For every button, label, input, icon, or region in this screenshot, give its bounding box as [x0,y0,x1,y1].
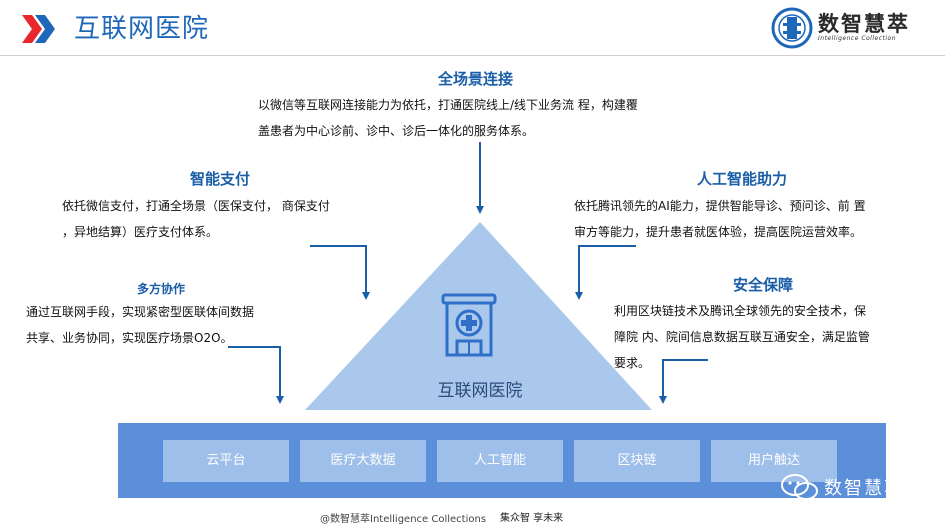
arrow-right-upper [575,245,636,300]
wechat-icon [781,474,818,500]
header-divider [0,55,945,56]
footer-slogan: 集众智 享未来 [500,513,564,524]
arrow-right-lower [659,359,708,404]
foundation-item-blockchain: 区块链 [574,440,700,482]
section-title-ai: 人工智能助力 [697,170,788,188]
brand-emblem-icon [771,7,813,49]
brand-name: 数智慧萃 [818,12,910,36]
section-text-connection: 以微信等互联网连接能力为依托，打通医院线上/线下业务流 程，构建覆 盖患者为中心… [258,92,718,144]
section-text-ai: 依托腾讯领先的AI能力，提供智能导诊、预问诊、前 置 审方等能力，提升患者就医体… [574,193,934,245]
text-line: 依托微信支付，打通全场景（医保支付， 商保支付 [62,199,330,213]
text-line: 审方等能力，提升患者就医体验，提高医院运营效率。 [574,225,863,239]
text-line: 盖患者为中心诊前、诊中、诊后一体化的服务体系。 [258,124,535,138]
foundation-item-user-reach: 用户触达 [711,440,837,482]
header-chevron-logo [22,15,55,43]
section-text-collaboration: 通过互联网手段，实现紧密型医联体间数据 共享、业务协同，实现医疗场景O2O。 [26,299,306,351]
text-line: 依托腾讯领先的AI能力，提供智能导诊、预问诊、前 置 [574,199,866,213]
foundation-item-bigdata: 医疗大数据 [300,440,426,482]
arrow-left-lower [228,346,284,404]
text-line: 共享、业务协同，实现医疗场景O2O。 [26,331,233,345]
section-title-collaboration: 多方协作 [137,282,186,296]
brand-subtitle: Intelligence Collection [818,35,896,42]
section-title-security: 安全保障 [733,276,794,294]
brand-logo: 数智慧萃 Intelligence Collection [770,6,940,50]
text-line: 障院 内、院间信息数据互联互通安全，满足监管 [614,330,870,344]
wechat-account-name: 数智慧萃 [824,478,904,499]
wechat-watermark: 数智慧萃 [778,472,938,502]
section-text-security: 利用区块链技术及腾讯全球领先的安全技术，保 障院 内、院间信息数据互联互通安全，… [614,298,924,376]
text-line: 要求。 [614,356,651,370]
arrow-left-upper [310,245,370,300]
section-title-payment: 智能支付 [190,170,251,188]
foundation-item-ai: 人工智能 [437,440,563,482]
center-label: 互联网医院 [437,381,523,401]
foundation-item-cloud: 云平台 [163,440,289,482]
text-line: ，异地结算）医疗支付体系。 [62,225,219,239]
section-text-payment: 依托微信支付，打通全场景（医保支付， 商保支付 ，异地结算）医疗支付体系。 [62,193,392,245]
text-line: 以微信等互联网连接能力为依托，打通医院线上/线下业务流 程，构建覆 [258,98,638,112]
hospital-icon [441,293,497,357]
text-line: 利用区块链技术及腾讯全球领先的安全技术，保 [614,304,867,318]
page-title: 互联网医院 [74,14,210,44]
section-title-connection: 全场景连接 [438,70,514,88]
footer-credit: @数智慧萃Intelligence Collections [320,514,487,525]
text-line: 通过互联网手段，实现紧密型医联体间数据 [26,305,255,319]
